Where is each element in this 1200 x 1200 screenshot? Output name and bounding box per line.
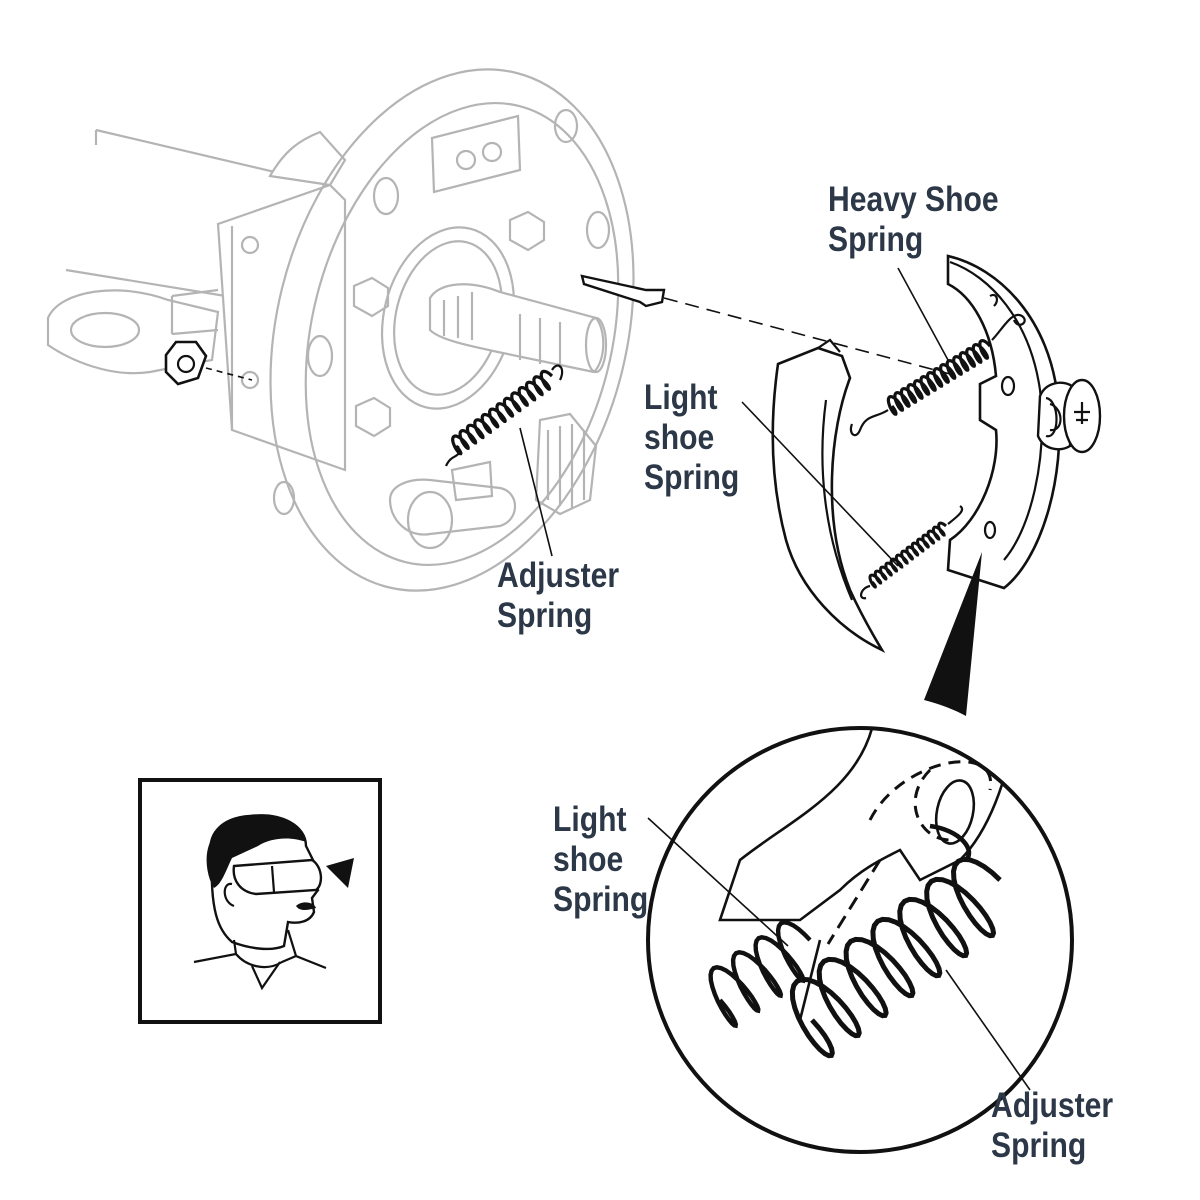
label-detail-light-shoe-spring-line2: shoe (553, 840, 624, 879)
leader-adjuster-spring (519, 427, 553, 557)
label-detail-light-shoe-spring-line1: Light (553, 800, 627, 839)
label-detail-light-shoe-spring-line3: Spring (553, 880, 649, 919)
label-light-shoe-spring-line2: shoe (644, 418, 715, 457)
adjuster-spring-part (444, 364, 564, 467)
label-light-shoe-spring: Light shoe Spring (644, 378, 739, 498)
label-detail-adjuster-spring: Adjuster Spring (991, 1086, 1113, 1166)
leader-detail-adjuster-spring (945, 969, 1031, 1091)
label-light-shoe-spring-line1: Light (644, 378, 718, 417)
hold-down-pin (580, 274, 666, 308)
label-adjuster-spring: Adjuster Spring (497, 556, 619, 636)
label-heavy-shoe-spring-line2: Spring (828, 220, 924, 259)
axle-and-backing-plate (46, 68, 635, 592)
label-detail-adjuster-spring-line2: Spring (991, 1126, 1087, 1165)
zoom-pointer (924, 552, 982, 716)
label-detail-light-shoe-spring: Light shoe Spring (553, 800, 648, 920)
safety-glasses-icon (138, 778, 382, 1024)
alignment-line (663, 297, 951, 375)
light-shoe-spring-part (860, 505, 964, 600)
axle-nut (164, 340, 253, 386)
leader-detail-light-shoe-spring (647, 817, 789, 947)
leader-light-shoe-spring (741, 401, 899, 567)
brake-shoe-right (946, 254, 1061, 590)
label-detail-adjuster-spring-line1: Adjuster (991, 1086, 1114, 1125)
label-adjuster-spring-line2: Spring (497, 596, 593, 635)
label-adjuster-spring-line1: Adjuster (497, 556, 620, 595)
brake-shoe-left (771, 338, 886, 654)
leader-heavy-shoe-spring (897, 267, 949, 361)
label-heavy-shoe-spring: Heavy Shoe Spring (828, 180, 999, 260)
heavy-shoe-spring-part (849, 313, 1026, 437)
label-light-shoe-spring-line3: Spring (644, 458, 740, 497)
hold-down-cup (1036, 378, 1102, 454)
detail-magnified-view (646, 726, 1074, 1154)
label-heavy-shoe-spring-line1: Heavy Shoe (828, 180, 999, 219)
